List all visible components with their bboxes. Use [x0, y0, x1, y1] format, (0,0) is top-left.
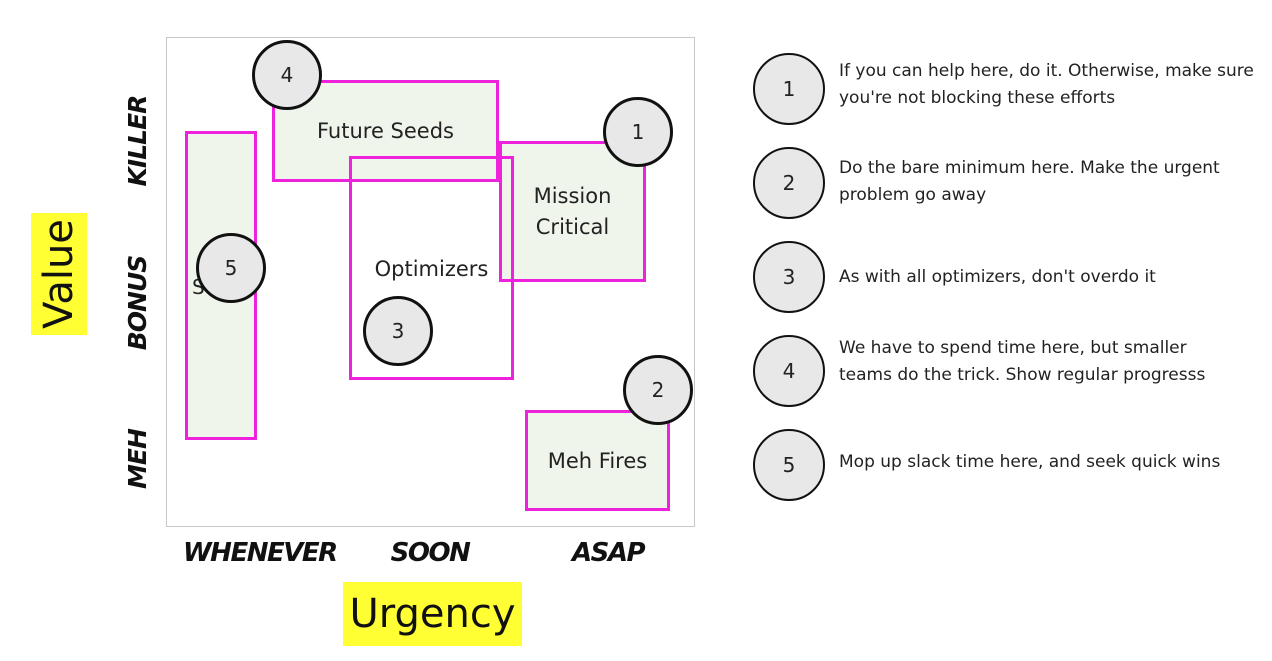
marker-3-label: 3	[391, 319, 405, 343]
marker-3: 3	[363, 296, 433, 366]
y-tick-meh: MEH	[123, 429, 152, 489]
legend-number-5: 5	[782, 453, 796, 477]
x-tick-asap: ASAP	[571, 538, 646, 568]
legend-number-3: 3	[782, 265, 796, 289]
marker-2-label: 2	[651, 378, 665, 402]
meh-fires-box	[525, 410, 670, 511]
legend-text-2: Do the bare minimum here. Make the urgen…	[839, 158, 1220, 205]
y-tick-bonus: BONUS	[123, 255, 152, 351]
x-tick-soon: SOON	[390, 538, 471, 568]
legend-number-2: 2	[782, 171, 796, 195]
legend-circle-4: 4	[753, 335, 825, 407]
marker-5-label: 5	[224, 256, 238, 280]
optimizers-box	[349, 156, 514, 380]
marker-1: 1	[603, 97, 673, 167]
legend-text-4: We have to spend time here, but smaller …	[839, 338, 1206, 385]
future-seeds-label: Future Seeds	[317, 119, 454, 143]
x-axis-title: Urgency	[343, 582, 522, 646]
legend-text-5: Mop up slack time here, and seek quick w…	[839, 452, 1221, 472]
marker-4-label: 4	[280, 63, 294, 87]
optimizers-label: Optimizers	[374, 257, 489, 281]
future-seeds-box	[272, 80, 499, 182]
marker-5: 5	[196, 233, 266, 303]
legend-circle-3: 3	[753, 241, 825, 313]
mission-critical-label-line1: Mission	[533, 184, 612, 208]
x-tick-whenever: WHENEVER	[183, 538, 338, 568]
mission-critical-label-line2: Critical	[535, 215, 610, 239]
marker-1-label: 1	[631, 120, 645, 144]
meh-fires-label: Meh Fires	[547, 449, 648, 473]
legend-circle-5: 5	[753, 429, 825, 501]
marker-4: 4	[252, 40, 322, 110]
legend-number-1: 1	[782, 77, 796, 101]
y-axis-title: Value	[31, 213, 87, 335]
legend-circle-2: 2	[753, 147, 825, 219]
y-tick-killer: KILLER	[123, 95, 152, 187]
legend-circle-1: 1	[753, 53, 825, 125]
legend-text-1: If you can help here, do it. Otherwise, …	[839, 61, 1254, 108]
marker-2: 2	[623, 355, 693, 425]
legend-number-4: 4	[782, 359, 796, 383]
legend-text-3: As with all optimizers, don't overdo it	[839, 267, 1156, 287]
mission-critical-box	[499, 141, 646, 282]
